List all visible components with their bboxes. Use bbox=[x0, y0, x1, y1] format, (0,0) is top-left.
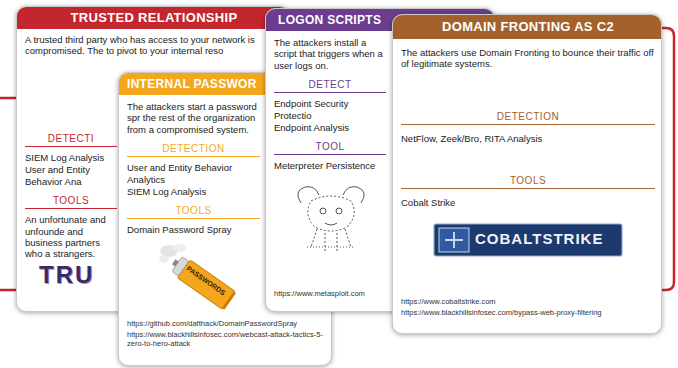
list-item: Domain Password Spray bbox=[127, 224, 260, 235]
section-heading: DETECT bbox=[274, 79, 386, 93]
section-heading: DETECTI bbox=[25, 133, 117, 147]
list-item: User and Entity Behavior Analytics bbox=[127, 162, 260, 185]
section-heading: TOOLS bbox=[127, 205, 260, 219]
card-description: The attackers install a script that trig… bbox=[274, 37, 386, 71]
list-item: SIEM Log Analysis bbox=[127, 186, 260, 197]
section-heading: TOOL bbox=[274, 141, 386, 155]
card-description: A trusted third party who has access to … bbox=[25, 34, 283, 57]
section-heading: TOOLS bbox=[401, 175, 655, 189]
reference-url: https://www.cobaltstrike.com bbox=[401, 297, 655, 306]
card-description: The attackers start a password spr the r… bbox=[127, 101, 260, 135]
logo-text: COBALTSTRIKE bbox=[475, 230, 603, 247]
list-item: An unfortunate and unfounde and business… bbox=[25, 214, 117, 260]
list-item: NetFlow, Zeek/Bro, RITA Analysis bbox=[401, 133, 655, 144]
section-heading: TOOLS bbox=[25, 195, 117, 209]
reference-url: https://www.blackhillsinfosec.com/bypass… bbox=[401, 308, 655, 317]
section-heading: DETECTION bbox=[127, 143, 260, 157]
card-title: LOGON SCRIPTS bbox=[278, 13, 384, 29]
reference-url: https://github.com/dafthack/DomainPasswo… bbox=[127, 319, 327, 328]
reference-url: https://www.blackhillsinfosec.com/webcas… bbox=[127, 330, 327, 348]
card-title: DOMAIN FRONTING AS C2 bbox=[401, 19, 655, 36]
reference-url: https://www.metasploit.com bbox=[274, 289, 386, 298]
list-item: Endpoint Analysis bbox=[274, 122, 386, 133]
metasploit-cow bbox=[281, 181, 381, 266]
list-item: Meterpreter Persistence bbox=[274, 160, 386, 171]
section-heading: DETECTION bbox=[401, 111, 655, 125]
list-item: Cobalt Strike bbox=[401, 197, 655, 208]
list-item: User and Entity Behavior Ana bbox=[25, 164, 117, 187]
attack-card: DOMAIN FRONTING AS C2 The attackers use D… bbox=[392, 14, 662, 334]
list-item: SIEM Log Analysis bbox=[25, 152, 117, 163]
logo-text: TRU bbox=[39, 261, 94, 289]
card-description: The attackers use Domain Fronting to bou… bbox=[401, 47, 655, 70]
card-title: TRUSTED RELATIONSHIP bbox=[27, 10, 281, 27]
list-item: Endpoint Security Protectio bbox=[274, 98, 386, 121]
card-title: INTERNAL PASSWOR bbox=[127, 77, 267, 93]
